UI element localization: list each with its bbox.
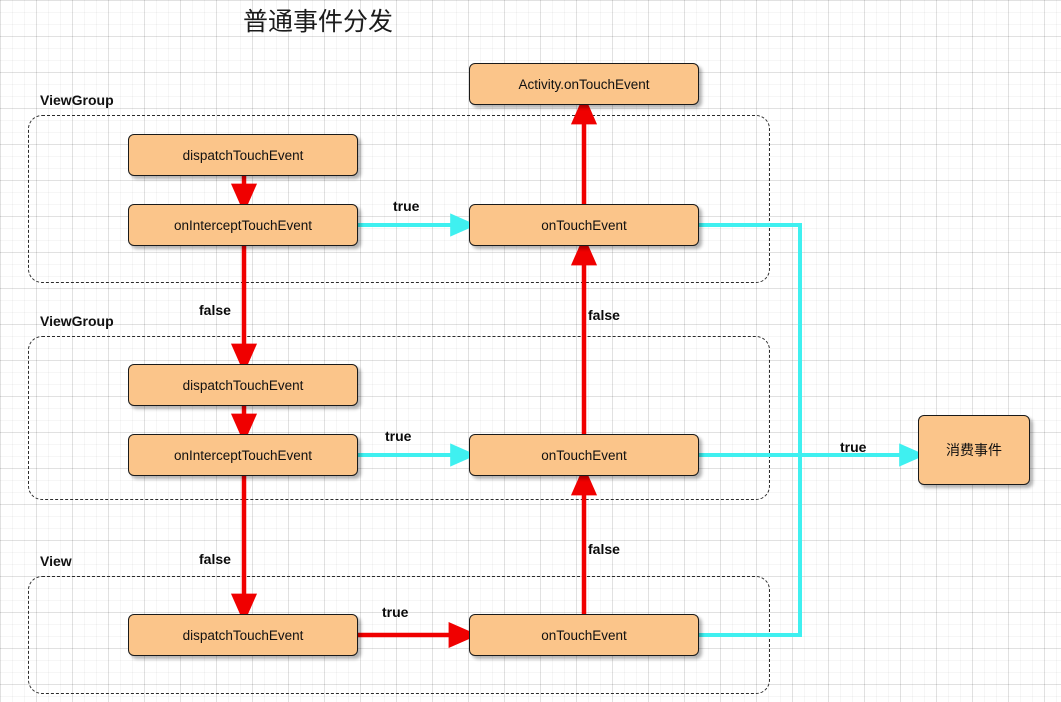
node-view-dispatchtouchevent[interactable]: dispatchTouchEvent (128, 614, 358, 656)
group-label-viewgroup-1: ViewGroup (40, 92, 114, 108)
group-viewgroup-2 (28, 336, 770, 500)
node-vg2-ontouchevent[interactable]: onTouchEvent (469, 434, 699, 476)
node-consume-event[interactable]: 消费事件 (918, 415, 1030, 485)
cyan-bus-vg1-to-consume (699, 223, 802, 455)
edge-label-vg2-true: true (385, 428, 412, 444)
node-vg1-dispatchtouchevent[interactable]: dispatchTouchEvent (128, 134, 358, 176)
edge-label-back-false-1: false (588, 307, 620, 323)
group-viewgroup-1 (28, 115, 770, 283)
node-view-ontouchevent[interactable]: onTouchEvent (469, 614, 699, 656)
edge-label-vg2-false: false (199, 551, 231, 567)
group-label-view: View (40, 553, 72, 569)
node-vg2-dispatchtouchevent[interactable]: dispatchTouchEvent (128, 364, 358, 406)
node-activity-ontouchevent[interactable]: Activity.onTouchEvent (469, 63, 699, 105)
edge-label-back-false-2: false (588, 541, 620, 557)
edge-label-vg1-true: true (393, 198, 420, 214)
node-vg2-oninterceptouchevent[interactable]: onInterceptTouchEvent (128, 434, 358, 476)
cyan-bus-view-to-consume (699, 455, 802, 637)
page-title: 普通事件分发 (243, 7, 394, 36)
group-label-viewgroup-2: ViewGroup (40, 313, 114, 329)
node-vg1-ontouchevent[interactable]: onTouchEvent (469, 204, 699, 246)
edge-label-view-true: true (382, 604, 409, 620)
edge-label-consume-true: true (840, 439, 867, 455)
node-vg1-oninterceptouchevent[interactable]: onInterceptTouchEvent (128, 204, 358, 246)
edge-label-vg1-false: false (199, 302, 231, 318)
